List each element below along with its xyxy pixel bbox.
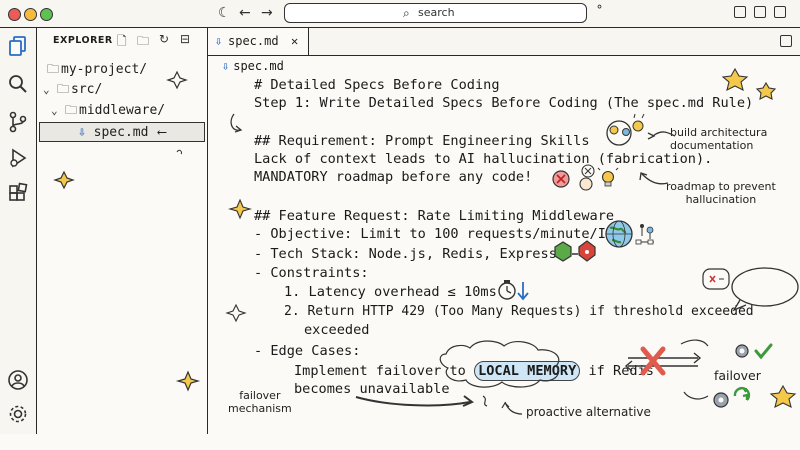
editor-line-failover: Implement failover to LOCAL MEMORY if Re…: [294, 361, 654, 381]
editor-line: exceeded: [304, 322, 370, 338]
split-editor-icon[interactable]: [780, 35, 792, 47]
editor-line: becomes unavailable: [294, 381, 450, 397]
tree-item-label: middleware/: [79, 103, 166, 118]
network-icon: [635, 224, 654, 245]
sparkle-icon: ˚: [596, 5, 603, 21]
extensions-icon[interactable]: [6, 182, 30, 206]
sparkle-moon-icon: ☾: [218, 5, 231, 21]
editor-line: - Tech Stack: Node.js, Redis, Express: [254, 246, 557, 262]
tree-item-label: my-project/: [61, 62, 148, 77]
editor-text: Implement failover to: [294, 363, 466, 379]
editor-text: if Redis: [588, 363, 654, 379]
activity-bar: [0, 28, 37, 450]
editor-tab-bar: ⇩ spec.md ✕: [208, 28, 800, 56]
tree-item-label: spec.md: [93, 125, 149, 140]
toggle-secondary-sidebar-icon[interactable]: [774, 6, 786, 18]
explorer-panel: EXPLORER 🗋 🗀 ↻ ⊟ 🗀my-project/ ⌄🗀src/ ⌄🗀m…: [37, 28, 208, 434]
editor-line: - Edge Cases:: [254, 343, 361, 359]
editor-line: 1. Latency overhead ≤ 10ms: [284, 284, 497, 300]
tab-spec-md[interactable]: ⇩ spec.md ✕: [208, 28, 309, 55]
forward-arrow-icon[interactable]: →: [261, 5, 273, 21]
chevron-down-icon: ⌄: [43, 83, 50, 96]
tab-label: spec.md: [228, 34, 279, 48]
editor-line: # Detailed Specs Before Coding: [254, 77, 500, 93]
editor-line: ## Feature Request: Rate Limiting Middle…: [254, 208, 615, 224]
breadcrumb[interactable]: ⇩spec.md: [222, 59, 284, 73]
files-icon[interactable]: [6, 34, 30, 58]
new-file-icon[interactable]: 🗋: [117, 34, 127, 48]
search-icon: ⌕: [403, 6, 410, 20]
editor-line: Step 1: Write Detailed Specs Before Codi…: [254, 95, 754, 111]
tree-item-middleware[interactable]: ⌄ 🗀middleware/: [51, 100, 165, 120]
annotation-failover: failover: [714, 368, 761, 383]
tree-item-label: src/: [71, 82, 103, 97]
editor-line: - Constraints:: [254, 265, 369, 281]
editor-line: Lack of context leads to AI hallucinatio…: [254, 151, 713, 167]
nodejs-redis-icon: [554, 240, 596, 262]
collapse-all-icon[interactable]: ⊟: [180, 32, 191, 46]
account-icon[interactable]: [6, 368, 30, 392]
stopwatch-icon: [498, 280, 516, 300]
pointer-arrow-icon: ⟵: [158, 125, 166, 140]
bottom-padding: [0, 434, 800, 450]
markdown-file-icon: ⇩: [78, 125, 86, 140]
minimize-window-button[interactable]: [24, 8, 37, 21]
new-folder-icon[interactable]: 🗀: [137, 34, 150, 48]
search-placeholder: search: [418, 6, 455, 19]
editor-content[interactable]: ⇩spec.md # Detailed Specs Before Coding …: [208, 56, 800, 434]
no-hallucination-icon: [552, 164, 619, 191]
maximize-window-button[interactable]: [40, 8, 53, 21]
search-input[interactable]: ⌕ search: [284, 3, 587, 23]
chevron-down-icon: ⌄: [51, 104, 58, 117]
editor-line: ## Requirement: Prompt Engineering Skill…: [254, 133, 590, 149]
breadcrumb-file: spec.md: [233, 59, 284, 73]
tree-item-src[interactable]: ⌄ 🗀src/: [43, 79, 102, 99]
toggle-sidebar-icon[interactable]: [734, 6, 746, 18]
tree-item-my-project[interactable]: 🗀my-project/: [45, 59, 147, 79]
editor-line: - Objective: Limit to 100 requests/minut…: [254, 226, 615, 242]
source-control-icon[interactable]: [6, 110, 30, 134]
tree-item-spec-md[interactable]: ⇩ spec.md ⟵: [39, 122, 205, 142]
error-bubble-icon: [702, 268, 730, 290]
idea-gears-icon: [606, 113, 645, 146]
settings-icon[interactable]: [6, 402, 30, 426]
back-arrow-icon[interactable]: ←: [239, 5, 251, 21]
annotation-proactive-alternative: proactive alternative: [526, 405, 651, 419]
markdown-file-icon: ⇩: [215, 34, 223, 48]
toggle-panel-icon[interactable]: [754, 6, 766, 18]
close-icon[interactable]: ✕: [291, 34, 299, 48]
local-memory-highlight: LOCAL MEMORY: [474, 361, 581, 381]
explorer-title: EXPLORER: [53, 35, 113, 46]
folder-icon: 🗀: [46, 62, 59, 76]
refresh-icon[interactable]: ↻: [159, 32, 170, 46]
run-debug-icon[interactable]: [6, 146, 30, 170]
title-bar: ☾ ← → ⌕ search ˚: [0, 0, 800, 28]
editor-line: 2. Return HTTP 429 (Too Many Requests) i…: [284, 304, 754, 319]
markdown-file-icon: ⇩: [222, 59, 230, 73]
editor-line: MANDATORY roadmap before any code!: [254, 169, 533, 185]
search-icon[interactable]: [6, 72, 30, 96]
folder-icon: 🗀: [64, 103, 77, 117]
folder-icon: 🗀: [56, 82, 69, 96]
close-window-button[interactable]: [8, 8, 21, 21]
